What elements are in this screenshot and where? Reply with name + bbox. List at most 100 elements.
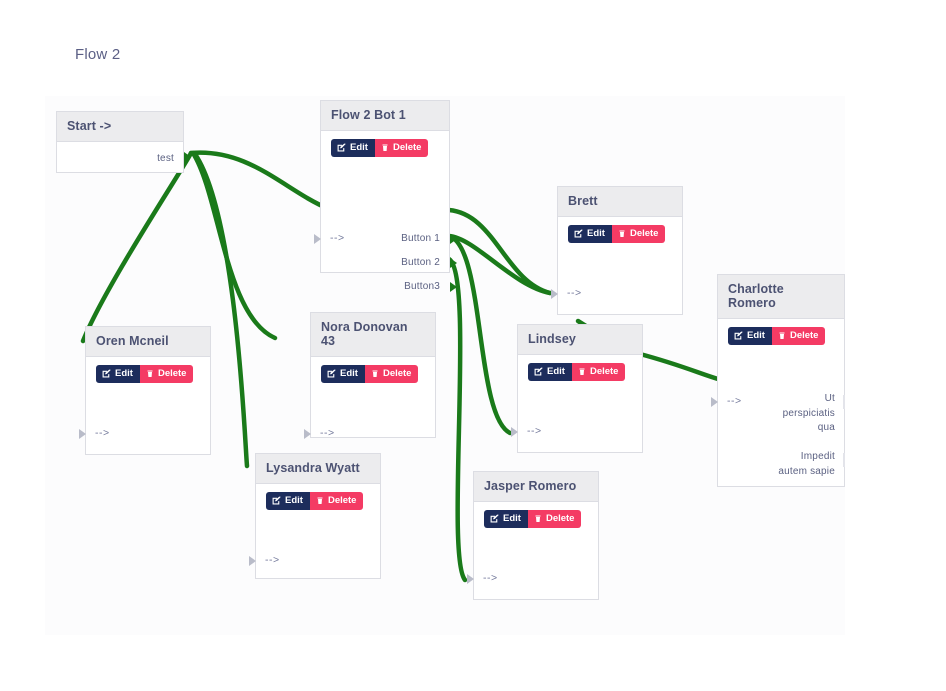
output-port-button-3[interactable]: Button3 [404,281,440,292]
node-action-buttons: Edit Delete [86,357,210,383]
input-connector-icon[interactable] [314,234,321,244]
input-port-label[interactable]: --> [483,572,498,584]
node-body: Edit Delete --> Ut perspiciatis qua Impe… [711,319,845,499]
node-title: Jasper Romero [474,472,598,502]
trash-icon [578,367,586,376]
input-port-label[interactable]: --> [95,427,110,439]
edit-button-label: Edit [747,330,765,341]
input-connector-icon[interactable] [511,427,518,437]
trash-icon [316,496,324,505]
edge-start-to-oren [80,150,194,344]
edit-square-icon [734,331,743,340]
edit-square-icon [490,514,499,523]
page-title: Flow 2 [75,46,121,63]
delete-button-label: Delete [789,330,819,341]
output-port-button-2[interactable]: Button 2 [401,257,440,268]
delete-button[interactable]: Delete [364,365,419,383]
edit-button[interactable]: Edit [728,327,772,345]
edit-button[interactable]: Edit [321,365,365,383]
edit-button[interactable]: Edit [96,365,140,383]
edit-button-label: Edit [547,366,565,377]
trash-icon [146,369,154,378]
node-action-buttons: Edit Delete [518,355,642,381]
delete-button[interactable]: Delete [571,363,626,381]
trash-icon [778,331,786,340]
edit-button-label: Edit [340,368,358,379]
trash-icon [371,369,379,378]
delete-button-label: Delete [157,368,187,379]
delete-button[interactable]: Delete [771,327,826,345]
node-title: Lindsey [518,325,642,355]
edit-button[interactable]: Edit [266,492,310,510]
node-lindsey[interactable]: Lindsey Edit Delete [511,324,643,453]
input-connector-icon[interactable] [711,397,718,407]
trash-icon [534,514,542,523]
output-connector-icon[interactable] [843,395,845,409]
input-connector-icon[interactable] [79,429,86,439]
node-title: Nora Donovan 43 [311,313,435,357]
edit-button[interactable]: Edit [528,363,572,381]
delete-button-label: Delete [545,513,575,524]
delete-button-label: Delete [382,368,412,379]
node-action-buttons: Edit Delete [311,357,435,383]
node-start[interactable]: Start -> test [56,111,191,173]
flow-header: Flow 2 [45,20,845,96]
delete-button-label: Delete [589,366,619,377]
edit-button-label: Edit [587,228,605,239]
output-connector-icon[interactable] [184,152,191,162]
input-port-label[interactable]: --> [567,287,582,299]
delete-button[interactable]: Delete [611,225,666,243]
edit-button[interactable]: Edit [484,510,528,528]
edit-square-icon [102,369,111,378]
edge-button1-to-brett [446,207,553,296]
trash-icon [618,229,626,238]
node-jasper-romero[interactable]: Jasper Romero Edit Delete [467,471,599,600]
node-brett[interactable]: Brett Edit Delete [551,186,683,315]
node-charlotte-romero[interactable]: Charlotte Romero Edit Delete [711,274,845,487]
edit-square-icon [534,367,543,376]
edit-button-label: Edit [350,142,368,153]
edge-start-to-nora [190,150,278,341]
input-connector-icon[interactable] [467,574,474,584]
delete-button-label: Delete [327,495,357,506]
node-title: Start -> [57,112,183,142]
node-lysandra-wyatt[interactable]: Lysandra Wyatt Edit Delete [249,453,381,579]
delete-button[interactable]: Delete [309,492,364,510]
delete-button[interactable]: Delete [139,365,194,383]
node-body: Edit Delete --> [511,355,642,451]
input-port-label[interactable]: --> [265,554,280,566]
output-connector-icon[interactable] [450,258,457,268]
edit-button-label: Edit [503,513,521,524]
output-connector-icon[interactable] [843,453,845,467]
input-connector-icon[interactable] [249,556,256,566]
output-port-ut-perspiciatis-qua[interactable]: Ut perspiciatis qua [782,393,835,433]
node-flow-2-bot-1[interactable]: Flow 2 Bot 1 Edit Delete [314,100,457,292]
node-body: Edit Delete --> [249,484,380,577]
delete-button[interactable]: Delete [374,139,429,157]
edge-button2-to-lindsey [446,233,513,436]
input-connector-icon[interactable] [304,429,311,439]
output-port-test[interactable]: test [157,153,174,164]
edit-button-label: Edit [285,495,303,506]
node-action-buttons: Edit Delete [718,319,844,345]
node-body: Edit Delete --> Button 1 Button 2 Button… [314,131,457,292]
node-nora-donovan-43[interactable]: Nora Donovan 43 Edit Delete [304,312,436,439]
input-connector-icon[interactable] [551,289,558,299]
flow-canvas[interactable]: Start -> test Flow 2 Bot 1 Edit [45,96,845,635]
edit-button[interactable]: Edit [331,139,375,157]
input-port-label[interactable]: --> [330,232,345,244]
delete-button-label: Delete [392,142,422,153]
node-action-buttons: Edit Delete [321,131,449,157]
node-body: Edit Delete --> [304,357,435,450]
edit-button[interactable]: Edit [568,225,612,243]
input-port-label[interactable]: --> [527,425,542,437]
output-connector-icon[interactable] [450,282,457,292]
output-port-impedit-autem-sapie[interactable]: Impedit autem sapie [778,451,835,477]
output-connector-icon[interactable] [450,234,457,244]
node-oren-mcneil[interactable]: Oren Mcneil Edit Delete [79,326,211,455]
output-port-button-1[interactable]: Button 1 [401,233,440,244]
input-port-label[interactable]: --> [727,395,742,407]
input-port-label[interactable]: --> [320,427,335,439]
delete-button[interactable]: Delete [527,510,582,528]
